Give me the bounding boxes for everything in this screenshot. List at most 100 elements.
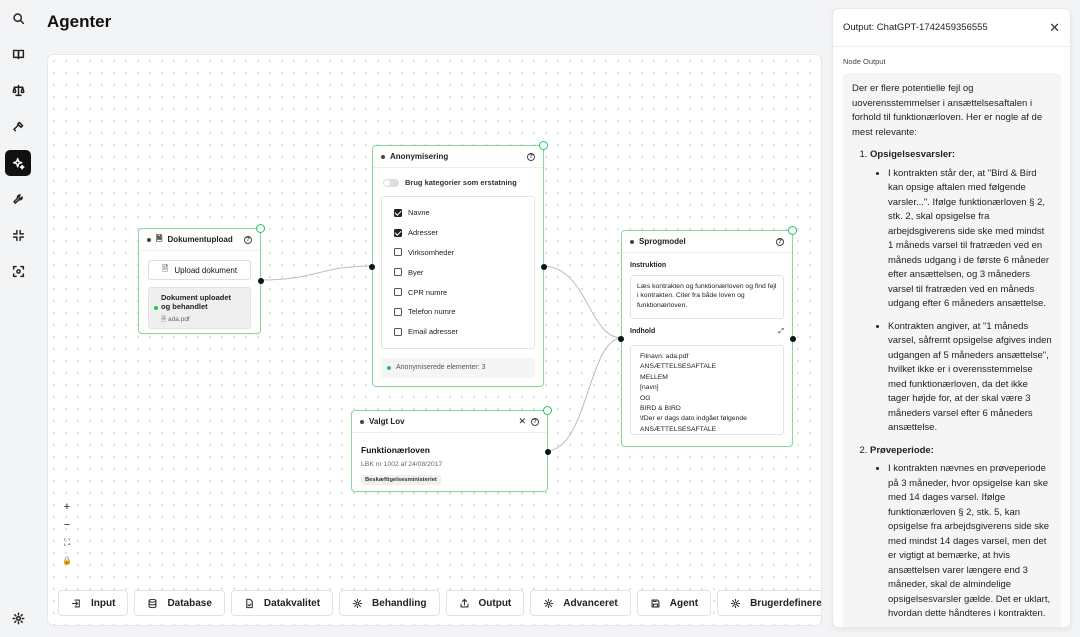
category-item[interactable]: Telefon numre — [394, 302, 522, 322]
edge-layer — [259, 265, 623, 452]
category-label: Adresser — [408, 228, 439, 238]
content-line: \fDer er dags dato indgået følgende — [640, 415, 747, 423]
help-icon[interactable]: ? — [776, 237, 784, 246]
save-icon — [651, 599, 660, 607]
upload-document-button[interactable]: 🗎 Upload dokument — [148, 260, 251, 280]
toolbar-label: Database — [167, 597, 212, 609]
wrench-icon[interactable] — [5, 186, 31, 212]
input-handle[interactable] — [369, 264, 375, 270]
toolbar-advanceret-button[interactable]: Advanceret — [530, 590, 631, 616]
output-item-heading: Opsigelsesvarsler: — [870, 149, 956, 160]
toolbar-input-button[interactable]: Input — [58, 590, 129, 616]
file-check-icon — [246, 598, 253, 608]
status-check-icon — [256, 224, 265, 233]
zoom-in-button[interactable]: + — [63, 500, 71, 513]
sparkles-icon[interactable] — [5, 150, 31, 176]
category-item[interactable]: Adresser — [394, 223, 522, 243]
help-icon[interactable]: ? — [527, 152, 535, 161]
output-intro: Der er flere potentielle fejl og uoveren… — [852, 83, 1043, 138]
category-label: Telefon numre — [408, 307, 456, 317]
category-checkbox[interactable] — [394, 228, 402, 237]
toolbar-behandling-button[interactable]: Behandling — [339, 590, 440, 616]
node-valgt-lov[interactable]: Valgt Lov ✕ ? Funktionærloven LBK nr 100… — [351, 406, 552, 492]
shrink-icon[interactable] — [5, 222, 31, 248]
toolbar-database-button[interactable]: Database — [134, 590, 225, 616]
node-title: Anonymisering — [390, 152, 449, 161]
help-icon[interactable]: ? — [531, 417, 539, 426]
lock-button[interactable]: 🔒 — [62, 556, 72, 565]
expand-icon[interactable]: ⤢ — [778, 328, 784, 335]
help-icon[interactable]: ? — [244, 235, 252, 244]
output-handle[interactable] — [541, 264, 547, 270]
close-icon[interactable]: ✕ — [518, 416, 526, 426]
node-sprogmodel[interactable]: Sprogmodel ? Instruktion Læs kontrakten … — [618, 226, 797, 447]
book-icon[interactable] — [5, 41, 31, 67]
output-handle[interactable] — [258, 278, 264, 284]
content-line: ANSÆTTELSESAFTALE — [640, 425, 717, 433]
toolbar-agent-button[interactable]: Agent — [636, 590, 712, 616]
instruction-label: Instruktion — [630, 262, 667, 269]
flow-canvas[interactable]: 🗎 Dokumentupload ? 🗎 Upload dokument Dok… — [47, 54, 822, 626]
edge-upload-anon — [259, 265, 374, 281]
toolbar-output-button[interactable]: Output — [445, 590, 525, 616]
fit-view-button[interactable]: ⛶ — [63, 537, 71, 547]
output-handle[interactable] — [545, 449, 551, 455]
category-checkbox[interactable] — [394, 288, 402, 297]
search-icon[interactable] — [5, 5, 31, 31]
node-anonymisering[interactable]: Anonymisering ? Brug kategorier som erst… — [369, 141, 548, 387]
status-check-icon — [539, 141, 548, 150]
category-item[interactable]: Virksomheder — [394, 243, 522, 263]
toolbar-label: Input — [91, 597, 116, 609]
content-line: MELLEM — [640, 373, 668, 381]
category-item[interactable]: Navne — [394, 203, 522, 223]
content-line: OG — [640, 394, 651, 402]
zoom-out-button[interactable]: − — [63, 518, 71, 531]
uploaded-file: 🗎 ada.pdf — [161, 316, 190, 323]
toolbar-label: Datakvalitet — [263, 597, 321, 609]
category-replace-toggle[interactable] — [383, 178, 399, 187]
status-check-icon — [788, 226, 797, 235]
toolbar-brugerdefineret-button[interactable]: Brugerdefineret — [717, 590, 822, 616]
category-item[interactable]: Email adresser — [394, 322, 522, 342]
category-replace-toggle-row[interactable]: Brug kategorier som erstatning — [373, 168, 543, 187]
category-item[interactable]: Byer — [394, 262, 522, 282]
drag-dot-icon — [147, 237, 151, 242]
cog-icon — [730, 598, 741, 608]
input-handle[interactable] — [618, 336, 624, 342]
upload-status: Dokument uploadet og behandlet 🗎 ada.pdf — [148, 287, 251, 329]
category-checkbox[interactable] — [394, 248, 402, 257]
anonymized-count: Anonymiserede elementer: 3 — [381, 357, 535, 378]
scan-icon[interactable] — [5, 258, 31, 284]
upload-icon: 🗎 — [161, 264, 169, 273]
zoom-controls: + − ⛶ 🔒 — [58, 498, 76, 569]
output-handle[interactable] — [790, 336, 796, 342]
toolbar-datakvalitet-button[interactable]: Datakvalitet — [230, 590, 334, 616]
category-checkbox[interactable] — [394, 327, 402, 336]
node-title: Dokumentupload — [167, 235, 233, 244]
document-icon: 🗎 — [156, 233, 163, 243]
category-checkbox[interactable] — [394, 268, 402, 277]
scale-icon[interactable] — [5, 77, 31, 103]
toolbar-label: Brugerdefineret — [750, 597, 822, 609]
toolbar-label: Output — [478, 597, 512, 609]
drag-dot-icon — [381, 154, 385, 159]
node-output-label: Node Output — [843, 57, 886, 66]
category-label: Email adresser — [408, 327, 459, 337]
instruction-field[interactable]: Læs kontrakten og funktionærloven og fin… — [630, 275, 784, 319]
login-icon — [71, 599, 80, 607]
category-checkbox[interactable] — [394, 208, 402, 217]
hammer-icon[interactable] — [5, 113, 31, 139]
category-label: CPR numre — [408, 287, 448, 297]
edge-anon-llm — [541, 265, 623, 339]
category-item[interactable]: CPR numre — [394, 282, 522, 302]
upload-status-text: Dokument uploadet og behandlet — [161, 293, 232, 311]
content-line: [navn] — [640, 384, 659, 392]
law-name: Funktionærloven — [361, 445, 430, 455]
category-checkbox[interactable] — [394, 307, 402, 316]
close-icon[interactable]: ✕ — [1049, 19, 1060, 35]
node-dokumentupload[interactable]: 🗎 Dokumentupload ? 🗎 Upload dokument Dok… — [138, 224, 265, 334]
gear-icon[interactable] — [5, 605, 31, 631]
toolbar-label: Behandling — [372, 597, 427, 609]
